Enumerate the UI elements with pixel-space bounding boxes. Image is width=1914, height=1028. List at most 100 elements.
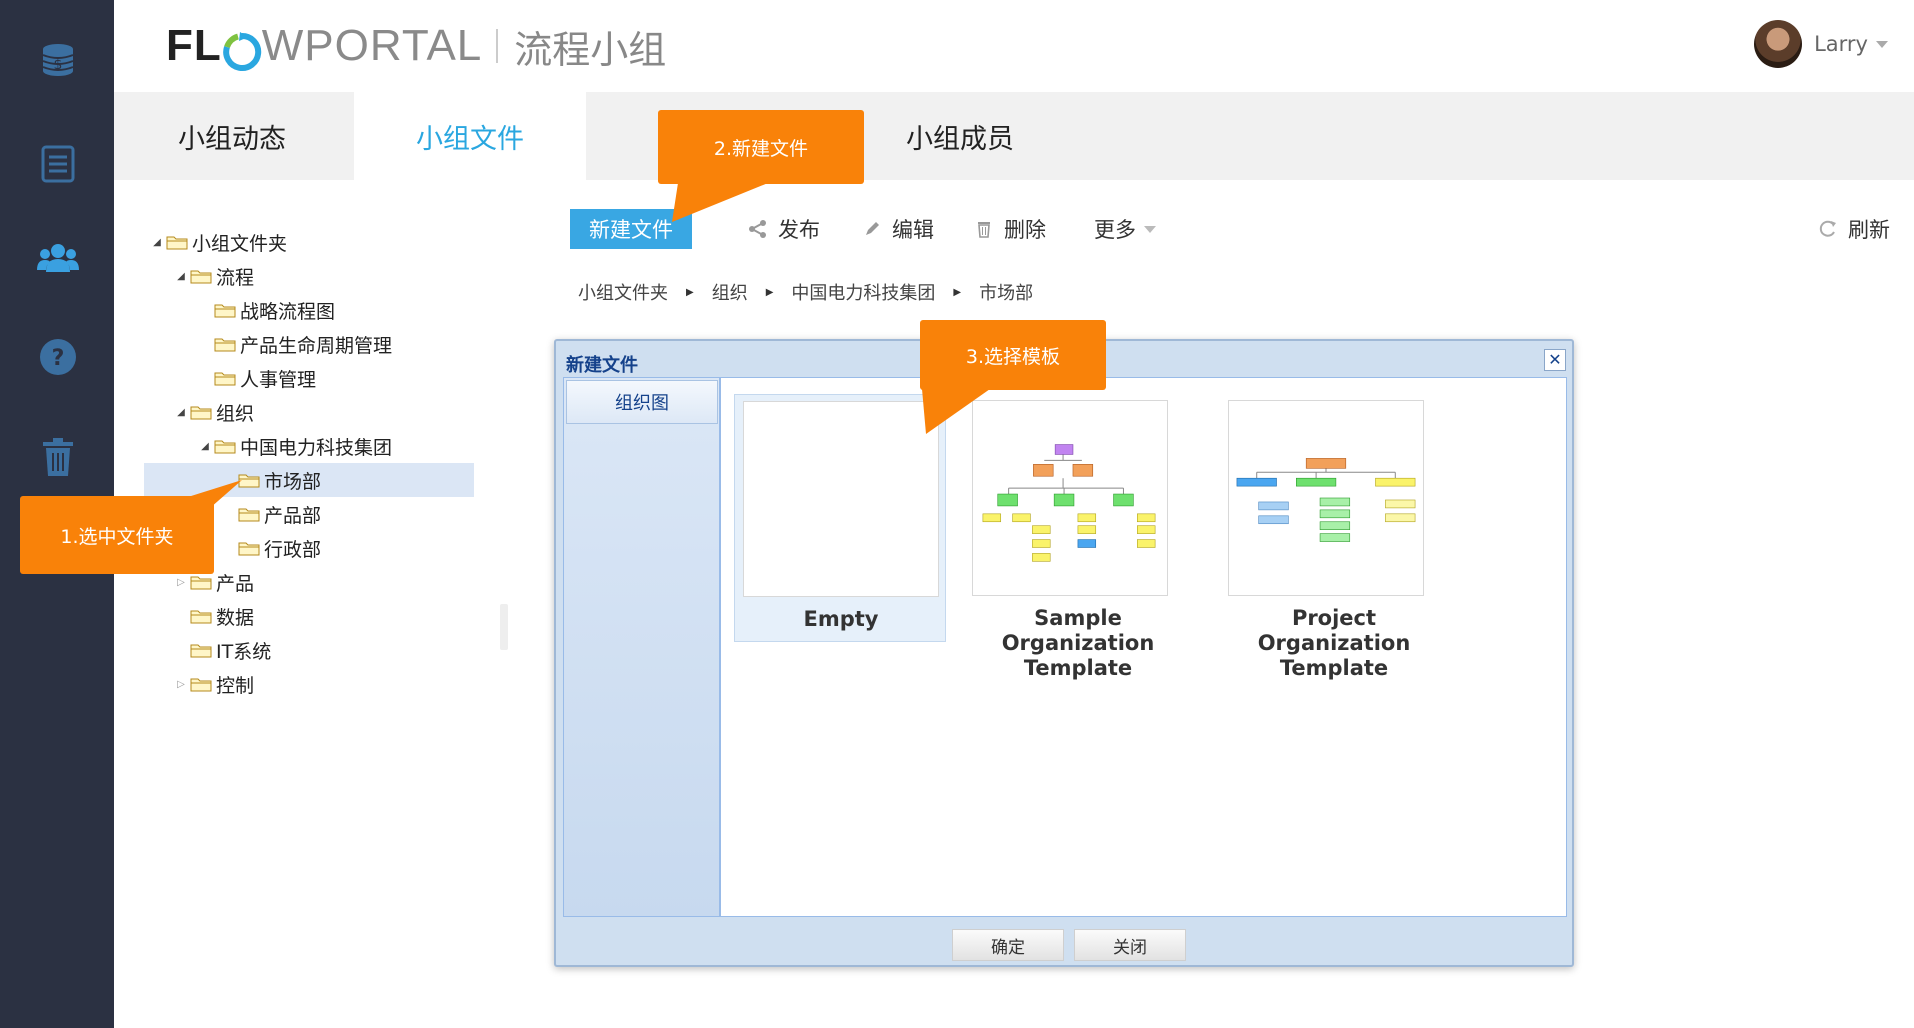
template-thumbnail [1228, 400, 1424, 596]
document-list-icon[interactable] [37, 143, 79, 185]
tree-label: 产品生命周期管理 [240, 334, 393, 357]
callout-text: 2.新建文件 [713, 137, 809, 160]
template-label: Project Organization Template [1257, 606, 1411, 680]
flowportal-logo[interactable]: FL WPORTAL 流程小组 [166, 21, 666, 72]
template-sample-organization[interactable]: Sample Organization Template [972, 394, 1184, 680]
breadcrumb-item[interactable]: 市场部 [979, 283, 1034, 304]
tree-node-admin[interactable]: 行政部 [238, 531, 321, 565]
tree-label: 产品部 [264, 504, 322, 527]
folder-icon [238, 508, 260, 522]
template-project-organization[interactable]: Project Organization Template [1228, 394, 1440, 680]
chevron-down-icon [1144, 225, 1156, 233]
user-menu[interactable]: Larry [1754, 20, 1888, 68]
group-name: 流程小组 [514, 27, 667, 72]
tree-node-marketing[interactable]: 市场部 [144, 463, 474, 497]
edit-button[interactable]: 编辑 [862, 212, 934, 246]
refresh-button[interactable]: 刷新 [1818, 212, 1890, 246]
group-icon[interactable] [37, 238, 79, 280]
folder-icon [166, 236, 188, 250]
folder-icon [190, 576, 212, 590]
tree-label: 流程 [216, 266, 255, 289]
tree-node-root[interactable]: ◢小组文件夹 [148, 225, 287, 259]
tree-node-hr[interactable]: 人事管理 [214, 361, 316, 395]
folder-icon [190, 678, 212, 692]
tab-group-members[interactable]: 小组成员 [906, 123, 1014, 155]
dialog-title: 新建文件 [566, 355, 638, 376]
logo-divider [496, 29, 499, 63]
new-file-button[interactable]: 新建文件 [570, 209, 692, 249]
callout-step-1: 1.选中文件夹 [20, 480, 242, 574]
breadcrumb-item[interactable]: 中国电力科技集团 [791, 283, 936, 304]
publish-button[interactable]: 发布 [748, 212, 820, 246]
tree-node-process[interactable]: ◢ 流程 [172, 259, 254, 293]
template-label: Sample Organization Template [1001, 606, 1155, 680]
collapsed-triangle-icon[interactable]: ▷ [177, 678, 185, 690]
category-item-org-chart[interactable]: 组织图 [566, 380, 718, 424]
tree-node-data[interactable]: 数据 [190, 599, 254, 633]
callout-pointer-icon [172, 480, 242, 522]
tab-group-activity[interactable]: 小组动态 [178, 123, 286, 155]
tree-label: 战略流程图 [240, 300, 336, 323]
avatar[interactable] [1754, 20, 1803, 68]
trash-icon [974, 219, 994, 239]
breadcrumb-item[interactable]: 组织 [711, 283, 748, 304]
expand-triangle-icon[interactable]: ◢ [201, 440, 209, 452]
share-icon [748, 219, 768, 239]
category-panel: 组织图 [564, 378, 721, 916]
tree-label: 行政部 [264, 538, 322, 561]
tree-label: 控制 [216, 674, 255, 697]
collapsed-triangle-icon[interactable]: ▷ [177, 576, 185, 588]
tree-label: 产品 [216, 572, 255, 595]
more-menu[interactable]: 更多 [1094, 212, 1156, 246]
breadcrumb-separator-icon: ▶ [765, 286, 774, 298]
svg-text:$: $ [54, 57, 63, 73]
folder-icon [190, 406, 212, 420]
tree-label: 市场部 [264, 470, 322, 493]
tree-node-product[interactable]: ▷ 产品 [172, 565, 254, 599]
tree-label: 中国电力科技集团 [240, 436, 393, 459]
tree-node-company[interactable]: ◢ 中国电力科技集团 [196, 429, 392, 463]
help-icon[interactable]: ? [37, 336, 79, 378]
folder-icon [214, 304, 236, 318]
expand-triangle-icon[interactable]: ◢ [177, 270, 185, 282]
tree-label: IT系统 [216, 640, 272, 663]
callout-step-2: 2.新建文件 [658, 110, 864, 222]
tab-group-files[interactable]: 小组文件 [354, 92, 586, 180]
tree-node-it[interactable]: IT系统 [190, 633, 271, 667]
logo-o-icon [222, 32, 262, 72]
breadcrumb-item[interactable]: 小组文件夹 [578, 283, 668, 304]
template-empty[interactable]: Empty [734, 394, 946, 642]
trash-icon[interactable] [37, 436, 79, 478]
chevron-down-icon[interactable] [1876, 40, 1888, 48]
expand-triangle-icon[interactable]: ◢ [153, 236, 161, 248]
tree-node-product-dept[interactable]: 产品部 [238, 497, 321, 531]
template-thumbnail [743, 401, 939, 597]
folder-icon [190, 644, 212, 658]
folder-icon [214, 372, 236, 386]
delete-button[interactable]: 删除 [974, 212, 1046, 246]
close-icon[interactable]: ✕ [1544, 349, 1566, 371]
tree-node-strategy[interactable]: 战略流程图 [214, 293, 335, 327]
delete-label: 删除 [1004, 218, 1046, 242]
user-name[interactable]: Larry [1814, 32, 1868, 56]
folder-icon [238, 542, 260, 556]
ok-button[interactable]: 确定 [952, 929, 1064, 961]
dialog-body: 组织图 Empty [563, 377, 1567, 917]
tab-bar: 小组动态 小组文件 小组成员 [114, 92, 1914, 180]
logo-text-left: FL [166, 21, 222, 70]
svg-text:?: ? [52, 346, 65, 371]
callout-pointer-icon [672, 183, 768, 222]
tree-node-control[interactable]: ▷ 控制 [172, 667, 254, 701]
expand-triangle-icon[interactable]: ◢ [177, 406, 185, 418]
tree-label: 人事管理 [240, 368, 317, 391]
coins-icon[interactable]: $ [37, 40, 79, 82]
callout-text: 1.选中文件夹 [60, 525, 174, 548]
breadcrumb-separator-icon: ▶ [686, 286, 694, 298]
template-label: Empty [803, 607, 879, 631]
splitter-handle[interactable] [500, 604, 508, 650]
tree-node-organization[interactable]: ◢组织 [172, 395, 254, 429]
breadcrumb-separator-icon: ▶ [953, 286, 962, 298]
edit-label: 编辑 [892, 218, 934, 242]
tree-node-lifecycle[interactable]: 产品生命周期管理 [214, 327, 392, 361]
close-button[interactable]: 关闭 [1074, 929, 1186, 961]
